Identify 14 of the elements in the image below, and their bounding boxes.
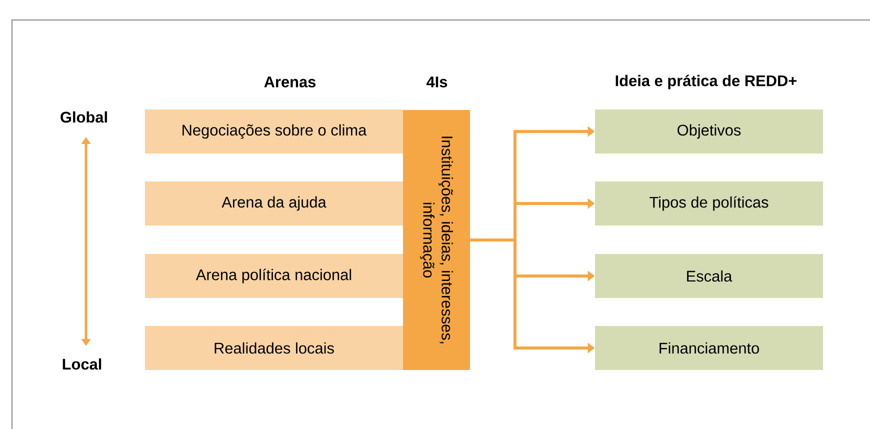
- redd-box: Objetivos: [595, 110, 823, 154]
- arena-box: Arena da ajuda: [145, 182, 403, 226]
- arena-box: Realidades locais: [145, 326, 403, 370]
- factors-bar: Instituições, ideias, interesses, informação: [403, 110, 470, 370]
- arena-box: Arena política nacional: [145, 254, 403, 298]
- redd-box: Escala: [595, 254, 823, 298]
- scale-label: Local: [62, 358, 102, 370]
- arena-box: Negociações sobre o clima: [145, 110, 403, 154]
- scale-label: Global: [60, 111, 107, 123]
- redd-box: Financiamento: [595, 326, 823, 370]
- redd-box: Tipos de políticas: [595, 182, 823, 226]
- column-heading: Ideia e prática de REDD+: [616, 74, 797, 90]
- column-heading: 4Is: [426, 76, 448, 88]
- column-heading: Arenas: [264, 76, 316, 88]
